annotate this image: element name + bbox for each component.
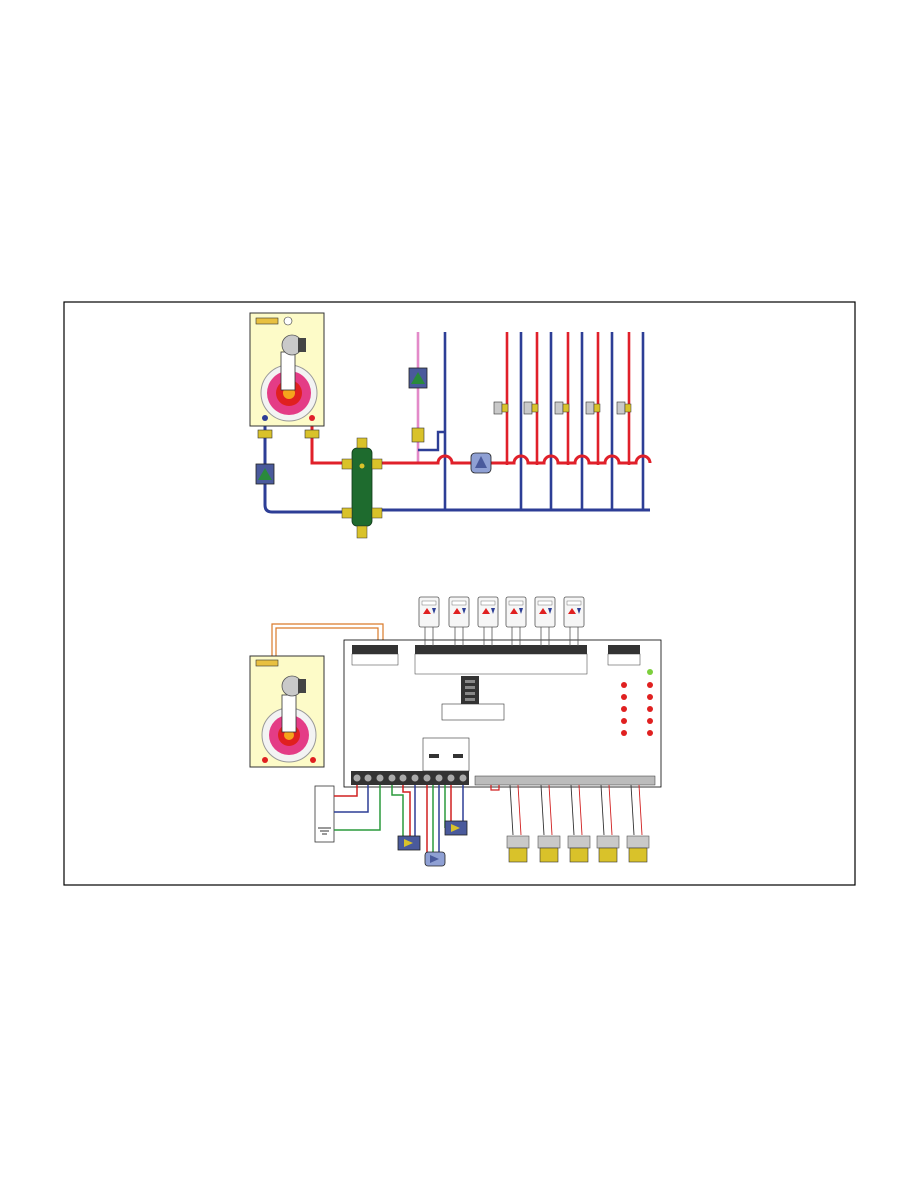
bottom-terminals-zones <box>475 776 655 785</box>
bottom-terminals-power <box>351 771 469 785</box>
zone-actuator-icons <box>507 836 649 862</box>
circulator-pump-icon <box>256 464 274 484</box>
room-thermostat-icons <box>419 597 584 627</box>
mains-supply-icon <box>315 786 334 842</box>
diagram-frame <box>64 302 855 885</box>
boiler-valve-icon <box>258 430 319 438</box>
hydraulic-separator-icon <box>342 438 382 538</box>
zone-valve-icons <box>494 402 631 414</box>
wiring-schematic <box>250 597 661 866</box>
boiler-2-icon <box>250 656 324 767</box>
supply-header <box>380 456 650 463</box>
boiler-icon <box>250 313 324 426</box>
zone-actuator-wires <box>510 785 642 835</box>
header-pump-icon <box>471 453 491 473</box>
zone-risers <box>445 332 643 510</box>
hydraulic-schematic <box>250 313 650 538</box>
